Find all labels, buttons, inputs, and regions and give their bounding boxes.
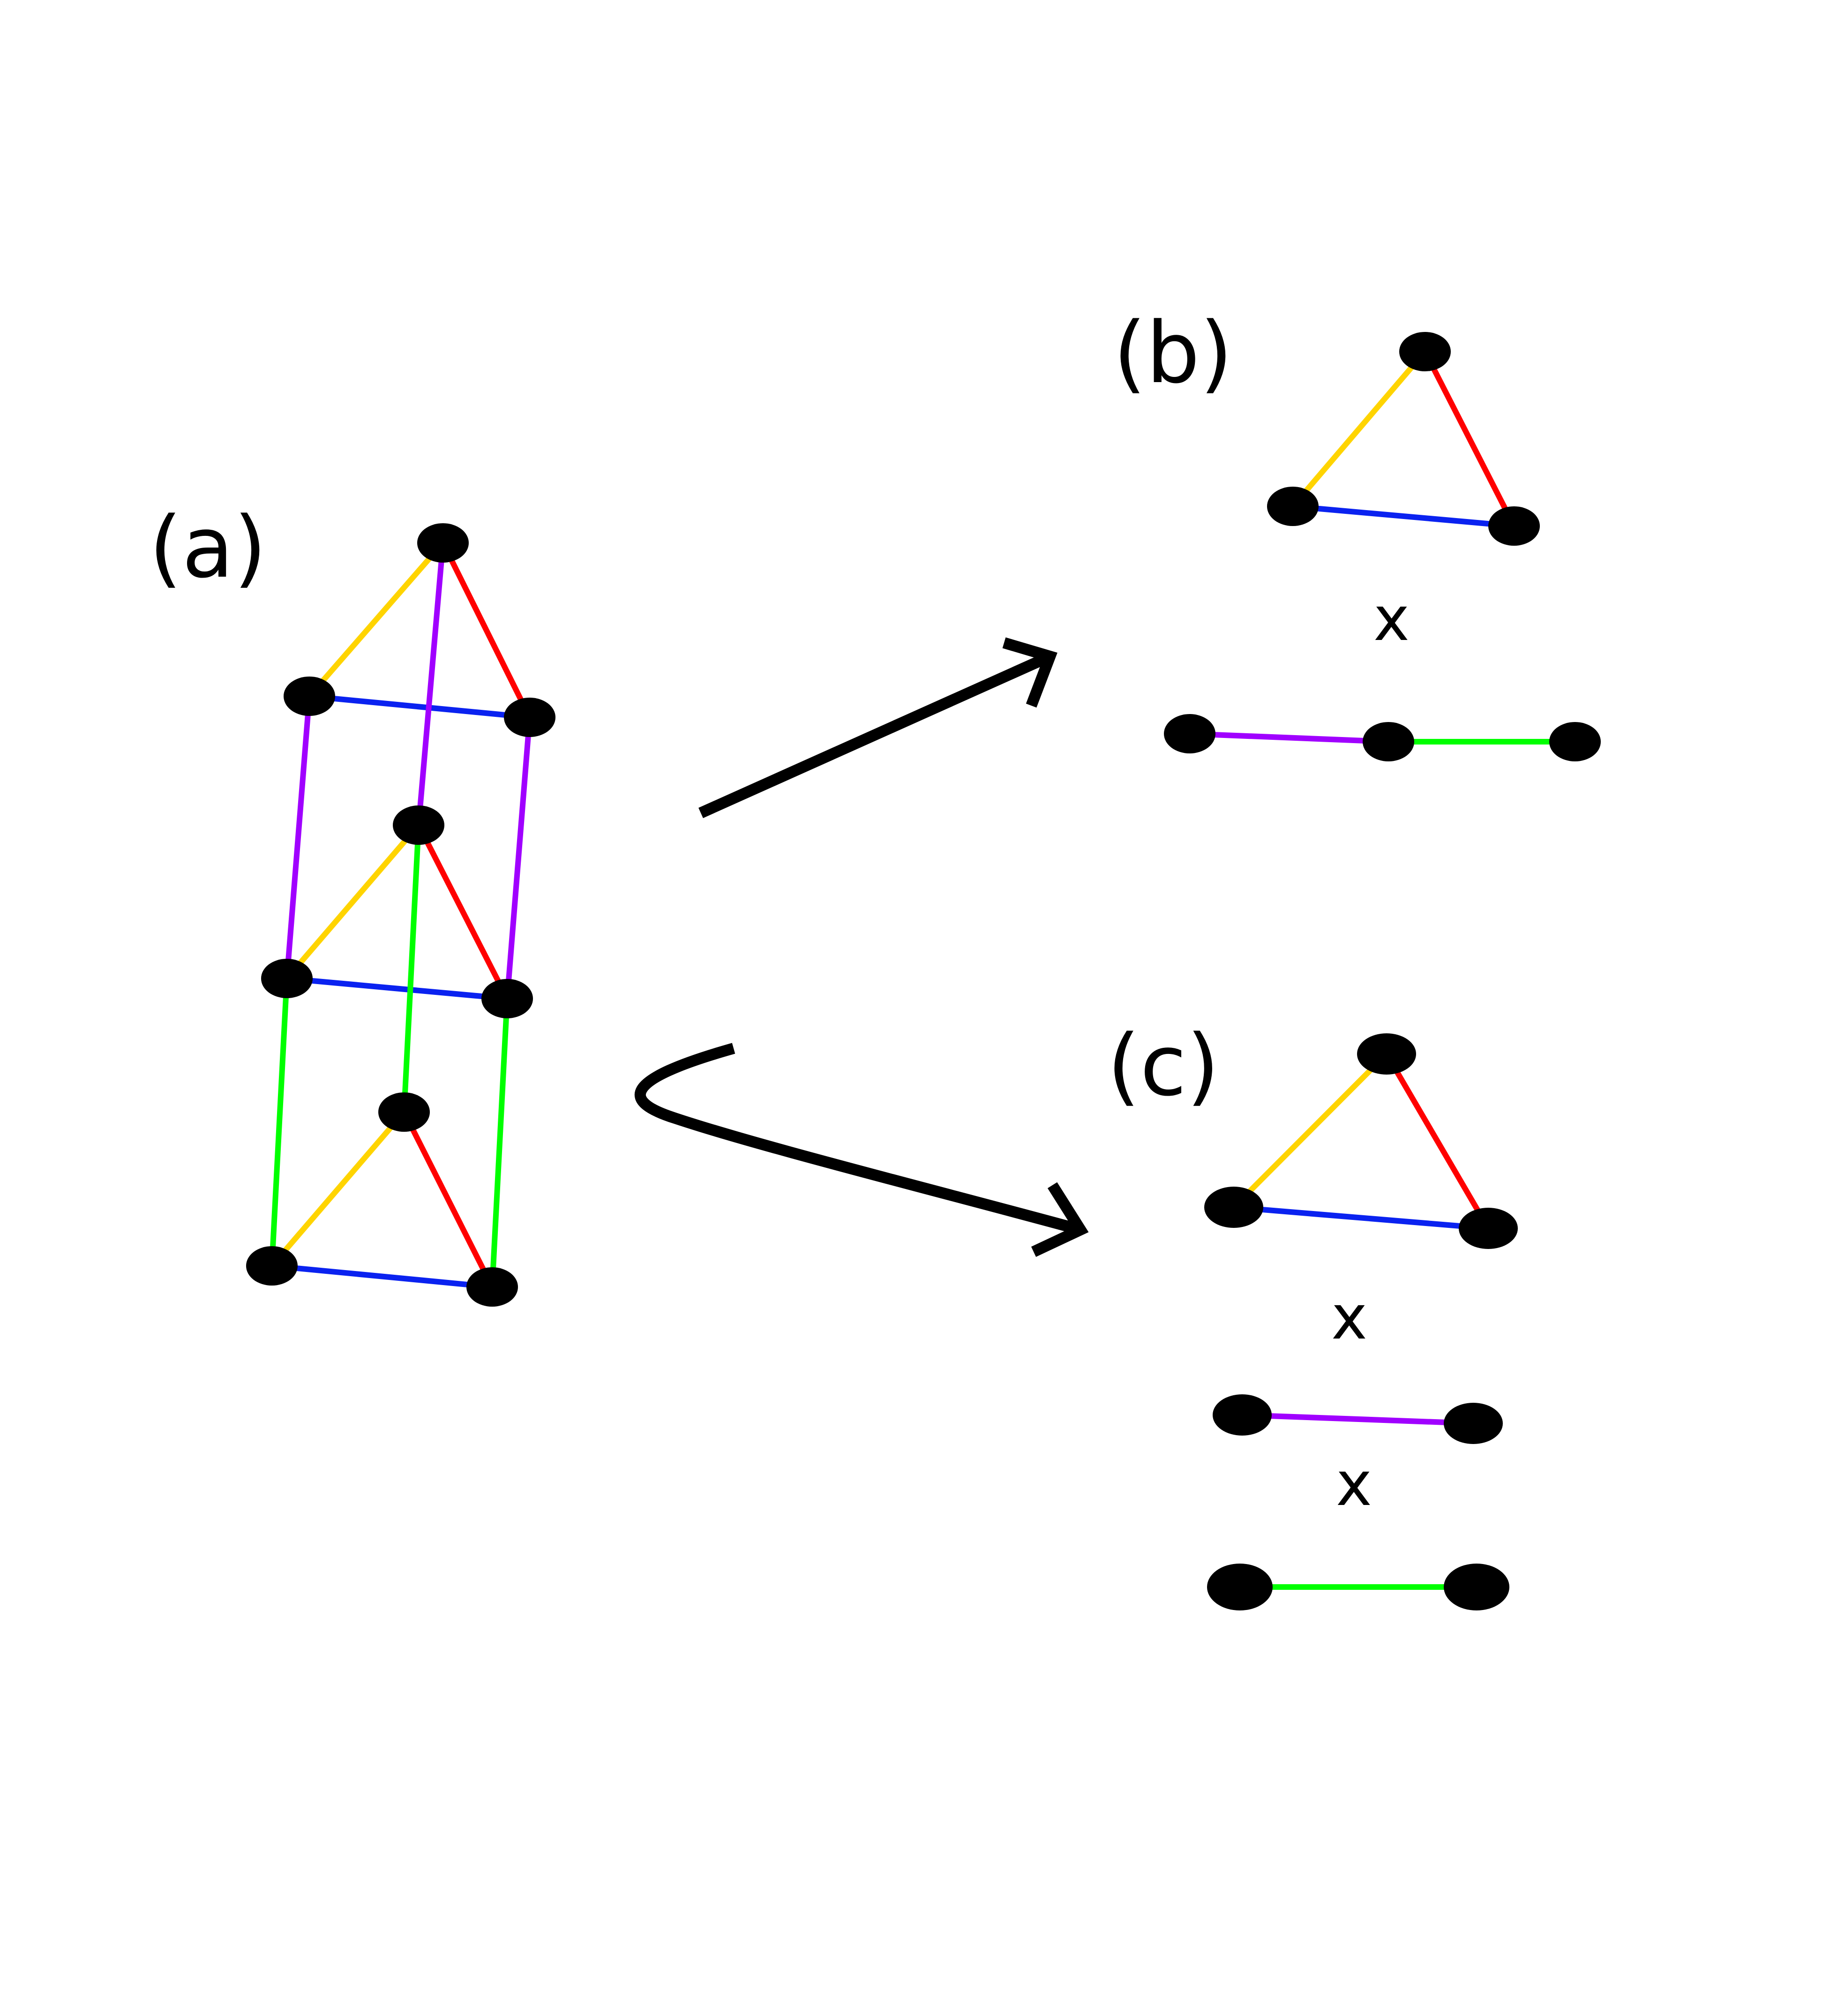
vertex-p3 xyxy=(1549,722,1601,761)
graph-a-edges xyxy=(269,541,532,1290)
edge-red-bot-apex-bot-right xyxy=(401,1111,495,1288)
arrow-to-c-shaft xyxy=(634,1043,1082,1235)
vertex-mid-right xyxy=(481,979,533,1018)
vertex-bot-left xyxy=(246,1246,298,1286)
arrow-to-c xyxy=(634,1043,1089,1257)
vertex-left xyxy=(1204,1187,1263,1228)
triangle-edge-blue xyxy=(1233,1204,1489,1231)
arrow-to-b-shaft xyxy=(698,651,1052,818)
panel-a-label: (a) xyxy=(149,499,267,597)
edge-green-mid-apex-bot-apex xyxy=(401,825,421,1113)
graph-c-edges xyxy=(1231,1052,1491,1590)
graph-c-nodes xyxy=(1204,1033,1518,1610)
segment-edge-purple xyxy=(1242,1412,1474,1426)
graph-b-edges xyxy=(1189,350,1575,745)
panel-c-label: (c) xyxy=(1107,1017,1219,1115)
arrow-to-b-head xyxy=(1002,637,1058,708)
edge-blue-top-left-top-right xyxy=(309,693,530,720)
vertex-right xyxy=(1459,1208,1518,1249)
triangle-edge-blue xyxy=(1292,504,1515,529)
edge-green-mid-right-bot-right xyxy=(489,998,510,1287)
vertex-right xyxy=(1488,506,1540,546)
panel-c-times-sign-2: x xyxy=(1336,1448,1372,1520)
edge-yellow-bot-apex-bot-left xyxy=(270,1110,406,1268)
edge-purple-top-apex-mid-apex xyxy=(416,542,446,826)
vertex-bot-apex xyxy=(378,1092,430,1132)
edge-purple-top-right-mid-right xyxy=(504,717,532,999)
vertex-left xyxy=(1267,487,1319,526)
triangle-edge-yellow xyxy=(1290,350,1427,508)
vertex-mid-apex xyxy=(393,805,444,845)
panel-a: (a) xyxy=(149,499,555,1307)
vertex-p2 xyxy=(1363,722,1414,761)
graph-a-nodes xyxy=(246,523,555,1307)
panel-c-times-sign-1: x xyxy=(1331,1282,1367,1353)
vertex-apex xyxy=(1399,332,1451,371)
graph-b-nodes xyxy=(1164,332,1601,761)
vertex-bot-right xyxy=(466,1267,518,1307)
vertex-top-apex xyxy=(417,523,469,563)
triangle-edge-red xyxy=(1422,350,1517,527)
vertex-s1b xyxy=(1444,1403,1503,1444)
vertex-s1a xyxy=(1213,1394,1272,1436)
vertex-apex xyxy=(1357,1033,1416,1075)
vertex-p1 xyxy=(1164,714,1215,753)
vertex-top-left xyxy=(284,677,335,716)
panel-b-times-sign: x xyxy=(1373,583,1410,654)
vertex-mid-left xyxy=(261,959,313,998)
edge-yellow-mid-apex-mid-left xyxy=(285,823,421,980)
vertex-top-right xyxy=(504,698,555,737)
panel-b-label: (b) xyxy=(1113,304,1233,402)
edge-yellow-top-apex-top-left xyxy=(307,541,445,698)
vertex-s2a xyxy=(1207,1564,1273,1610)
edge-red-top-apex-top-right xyxy=(440,542,532,719)
edge-blue-bot-left-bot-right xyxy=(271,1263,493,1290)
edge-blue-mid-left-mid-right xyxy=(286,976,508,1001)
arrow-to-c-head xyxy=(1031,1182,1089,1257)
panel-b: (b) x xyxy=(1113,304,1601,761)
edge-red-mid-apex-mid-right xyxy=(416,824,510,1000)
path-edge-purple xyxy=(1189,731,1389,745)
triangle-edge-yellow xyxy=(1231,1052,1389,1210)
edge-purple-top-left-mid-left xyxy=(284,696,312,979)
panel-c: (c) x x xyxy=(1107,1017,1518,1610)
vertex-s2b xyxy=(1444,1564,1509,1610)
arrow-to-b xyxy=(698,637,1058,818)
triangle-edge-red xyxy=(1384,1052,1491,1230)
edge-green-mid-left-bot-left xyxy=(269,978,290,1266)
